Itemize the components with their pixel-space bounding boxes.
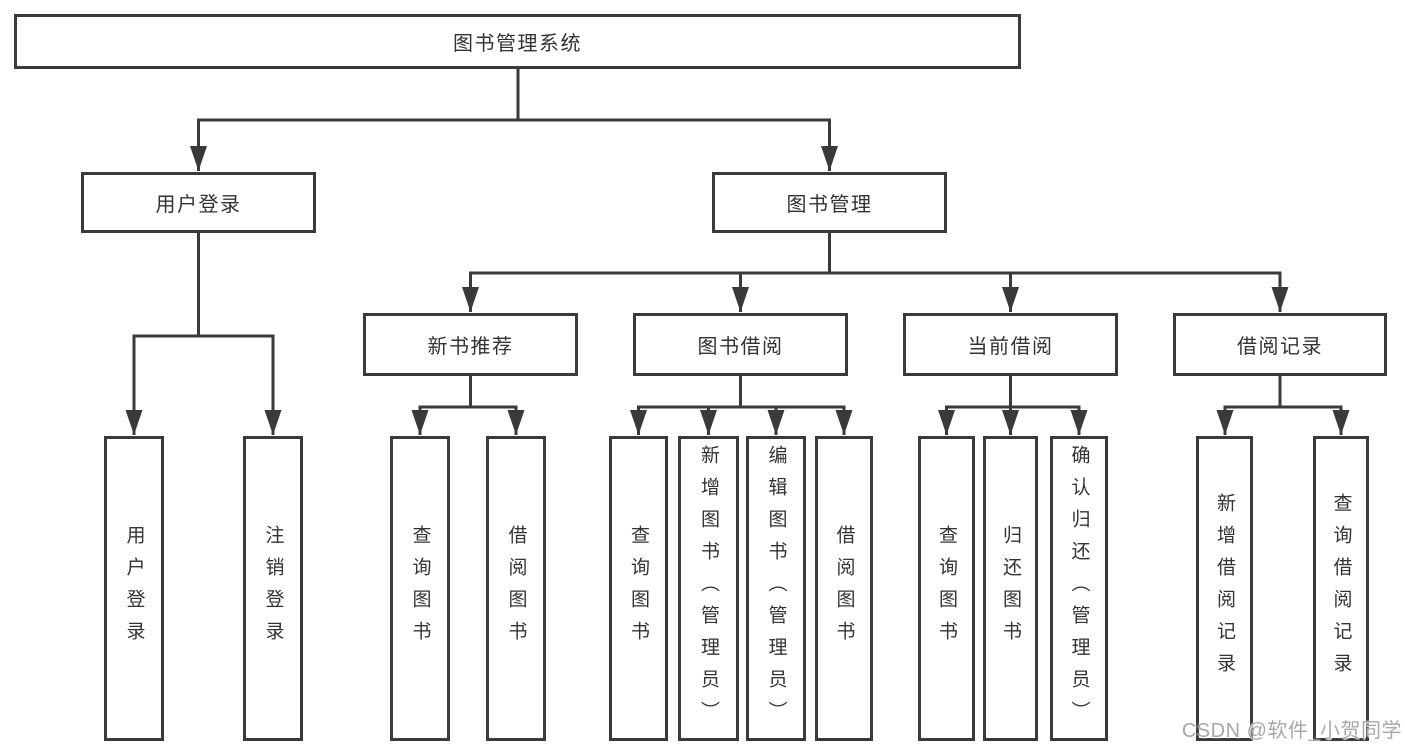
leaf-confirm-return-admin: 确认归还（管理员）: [1050, 436, 1108, 741]
node-label: 当前借阅: [967, 336, 1054, 358]
leaf-edit-books-admin: 编辑图书（管理员）: [746, 436, 806, 741]
node-label: 用户登录: [123, 524, 145, 653]
node-label: 查询图书: [409, 524, 431, 653]
node-current-borrowing: 当前借阅: [903, 313, 1118, 376]
node-label: 编辑图书（管理员）: [765, 444, 787, 733]
node-label: 查询图书: [936, 524, 957, 653]
leaf-query-borrow-record: 查询借阅记录: [1313, 436, 1369, 741]
watermark: CSDN @软件_小贺同学: [1181, 720, 1402, 742]
leaf-query-books-3: 查询图书: [918, 436, 975, 741]
leaf-logout: 注销登录: [243, 436, 303, 741]
node-new-book-recommendation: 新书推荐: [363, 313, 578, 376]
node-book-borrowing: 图书借阅: [633, 313, 848, 376]
leaf-return-books: 归还图书: [983, 436, 1038, 741]
node-label: 图书管理系统: [453, 33, 582, 55]
node-label: 注销登录: [262, 524, 284, 653]
node-label: 查询借阅记录: [1330, 492, 1352, 685]
leaf-add-books-admin: 新增图书（管理员）: [678, 436, 739, 741]
node-label: 归还图书: [1000, 524, 1021, 653]
leaf-query-books-1: 查询图书: [390, 436, 450, 741]
node-label: 图书管理: [786, 194, 873, 216]
node-library-management-system: 图书管理系统: [14, 14, 1021, 69]
leaf-user-login: 用户登录: [104, 436, 164, 741]
node-label: 借阅记录: [1237, 336, 1323, 358]
leaf-borrow-books-2: 借阅图书: [815, 436, 873, 741]
node-label: 查询图书: [628, 524, 649, 653]
leaf-add-borrow-record: 新增借阅记录: [1196, 436, 1253, 741]
node-book-management: 图书管理: [712, 172, 947, 233]
node-borrowing-records: 借阅记录: [1173, 313, 1387, 376]
node-label: 新增借阅记录: [1214, 492, 1235, 685]
node-label: 借阅图书: [833, 524, 855, 653]
leaf-borrow-books-1: 借阅图书: [486, 436, 546, 741]
node-label: 确认归还（管理员）: [1068, 444, 1090, 733]
tree-edges: [125, 68, 1350, 435]
node-label: 借阅图书: [505, 524, 527, 653]
node-label: 新增图书（管理员）: [698, 444, 719, 733]
node-label: 图书借阅: [697, 336, 784, 358]
node-user-login: 用户登录: [81, 172, 316, 233]
leaf-query-books-2: 查询图书: [609, 436, 668, 741]
node-label: 用户登录: [155, 194, 242, 216]
node-label: 新书推荐: [427, 336, 514, 358]
